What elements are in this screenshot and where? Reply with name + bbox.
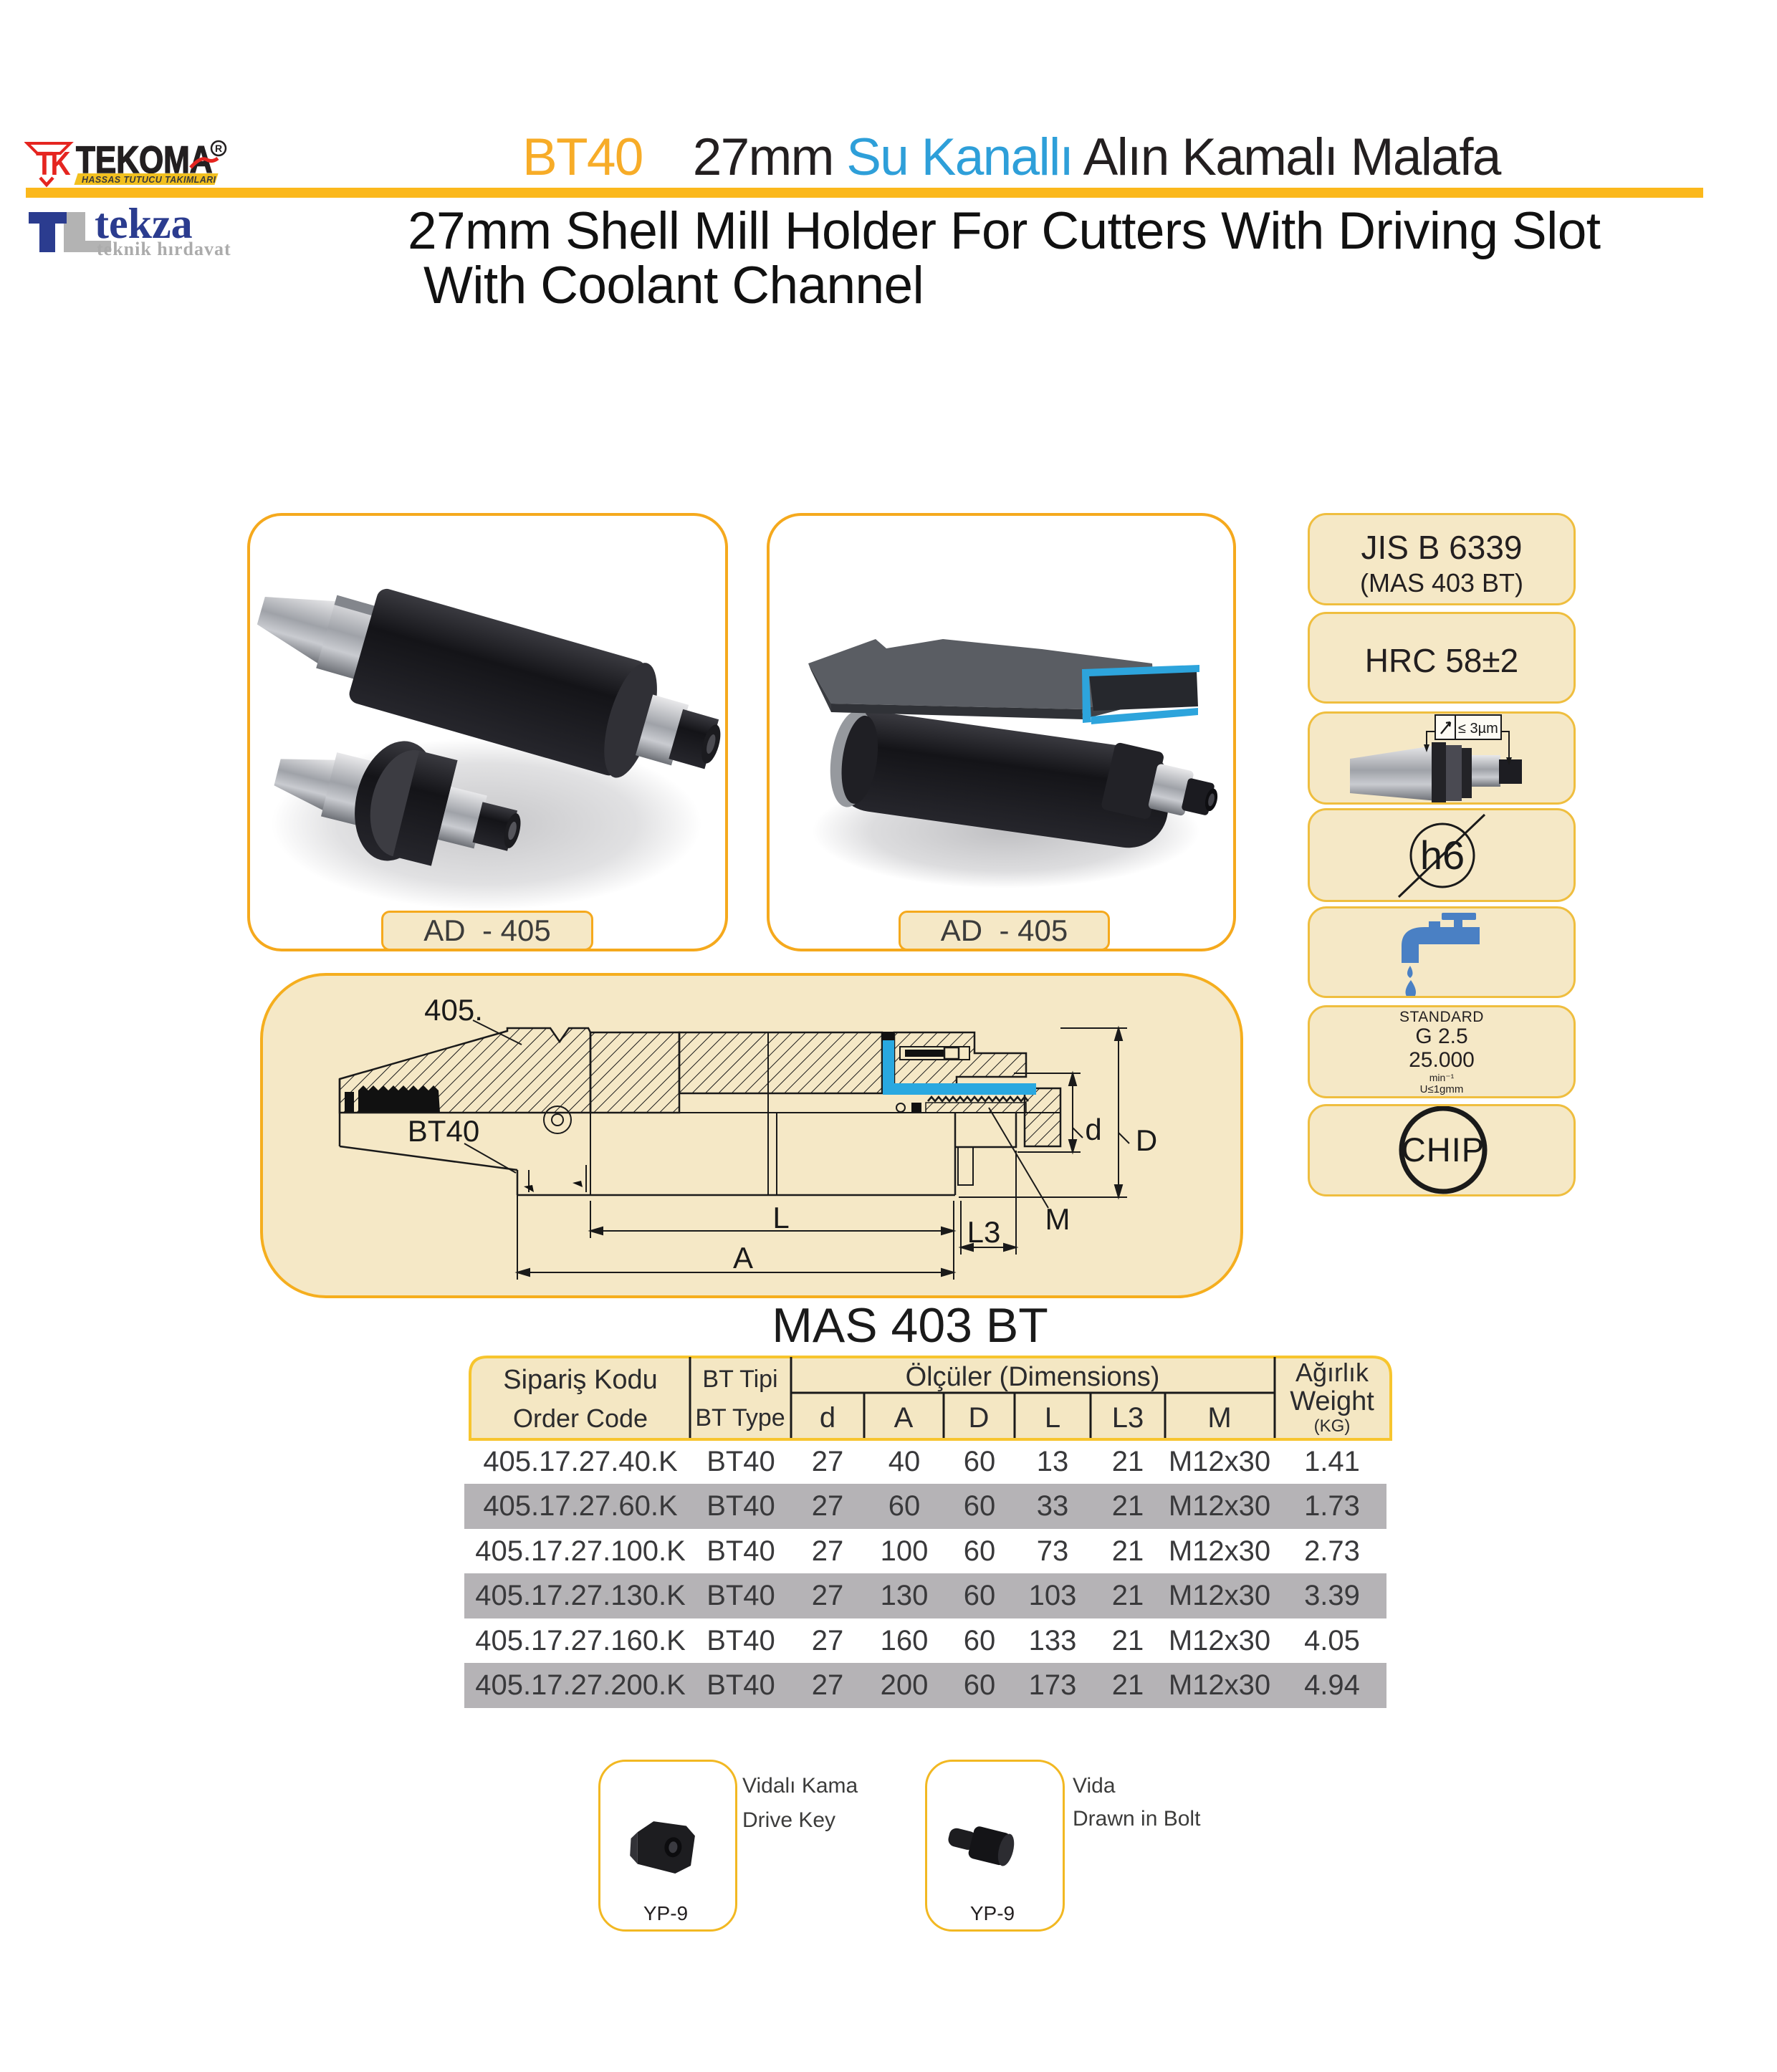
svg-text:tekza: tekza	[95, 208, 193, 247]
svg-text:d: d	[820, 1402, 835, 1434]
svg-text:M: M	[1207, 1402, 1231, 1434]
svg-text:L3: L3	[967, 1215, 1001, 1249]
svg-text:D: D	[1136, 1123, 1157, 1157]
svg-text:L: L	[772, 1201, 789, 1234]
svg-text:YP-9: YP-9	[643, 1902, 688, 1924]
svg-text:M: M	[1045, 1202, 1070, 1236]
svg-text:R: R	[215, 143, 222, 154]
svg-text:CHIP: CHIP	[1402, 1131, 1485, 1169]
svg-text:Ölçüler (Dimensions): Ölçüler (Dimensions)	[906, 1362, 1160, 1392]
svg-text:BT Type: BT Type	[695, 1404, 785, 1431]
svg-text:D: D	[969, 1402, 990, 1434]
svg-text:TK: TK	[36, 145, 71, 183]
svg-text:A: A	[733, 1241, 753, 1275]
svg-text:L3: L3	[1112, 1402, 1144, 1434]
svg-text:Weight: Weight	[1290, 1386, 1374, 1416]
svg-text:d: d	[1085, 1113, 1101, 1146]
svg-text:Order Code: Order Code	[513, 1404, 648, 1433]
svg-text:405.: 405.	[424, 993, 483, 1027]
svg-text:Sipariş Kodu: Sipariş Kodu	[503, 1365, 657, 1395]
svg-text:≤ 3µm: ≤ 3µm	[1458, 721, 1498, 737]
svg-text:YP-9: YP-9	[970, 1902, 1015, 1924]
svg-text:BT Tipi: BT Tipi	[702, 1366, 777, 1393]
svg-text:BT40: BT40	[408, 1114, 479, 1148]
svg-text:Ağırlık: Ağırlık	[1295, 1358, 1369, 1387]
svg-text:(KG): (KG)	[1314, 1416, 1351, 1436]
svg-text:teknik hırdavat: teknik hırdavat	[97, 239, 231, 259]
svg-text:A: A	[894, 1402, 914, 1434]
svg-text:L: L	[1045, 1402, 1060, 1434]
svg-text:h6: h6	[1420, 833, 1465, 878]
